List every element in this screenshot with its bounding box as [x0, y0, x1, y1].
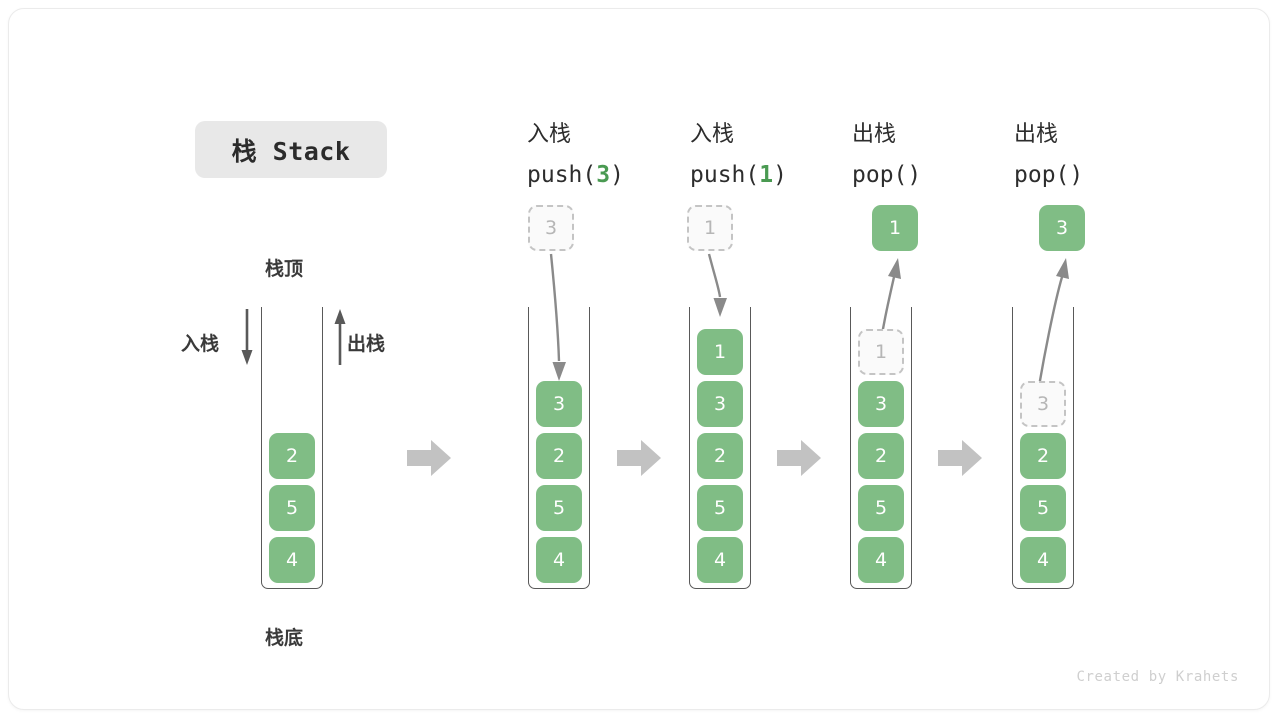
- stack-cell: 5: [1020, 485, 1066, 531]
- stack-container-initial: 2 5 4: [261, 307, 323, 589]
- floating-ghost-cell: 3: [528, 205, 574, 251]
- step-header-pop-3: 出栈 pop(): [1014, 114, 1214, 196]
- transition-arrow-icon-2: [617, 440, 661, 476]
- popped-value-cell: 1: [872, 205, 918, 251]
- stack-cell: 2: [269, 433, 315, 479]
- step-cn-label: 入栈: [690, 122, 735, 147]
- stack-top-label: 栈顶: [265, 258, 304, 280]
- stack-cell: 3: [697, 381, 743, 427]
- transition-arrow-icon-1: [407, 440, 451, 476]
- stack-cell: 2: [1020, 433, 1066, 479]
- push-direction-arrow-icon: [241, 309, 253, 365]
- ghost-stack-cell: 3: [1020, 381, 1066, 427]
- stack-cell: 1: [697, 329, 743, 375]
- stack-cell: 4: [269, 537, 315, 583]
- stack-cell: 2: [858, 433, 904, 479]
- code-prefix: push(: [690, 162, 760, 188]
- diagram-card: 栈 Stack 栈顶 栈底 入栈 出栈 2 5 4 入栈 push(3): [8, 8, 1270, 710]
- code-prefix: pop(: [1014, 162, 1070, 188]
- step-header-pop-1: 出栈 pop(): [852, 114, 1052, 196]
- step-cn-label: 出栈: [1014, 122, 1059, 147]
- stack-cell: 3: [858, 381, 904, 427]
- ghost-stack-cell: 1: [858, 329, 904, 375]
- code-suffix: ): [1069, 162, 1084, 188]
- code-suffix: ): [610, 162, 624, 188]
- stack-cell: 5: [269, 485, 315, 531]
- code-prefix: pop(: [852, 162, 908, 188]
- transition-arrow-icon-4: [938, 440, 982, 476]
- stack-container-step-1: 3 2 5 4: [528, 307, 590, 589]
- floating-ghost-cell: 1: [687, 205, 733, 251]
- stack-cell: 3: [536, 381, 582, 427]
- stack-cell: 2: [536, 433, 582, 479]
- transition-arrow-icon-3: [777, 440, 821, 476]
- code-prefix: push(: [527, 162, 597, 188]
- stack-container-step-4: 3 2 5 4: [1012, 307, 1074, 589]
- code-arg: 3: [596, 162, 611, 188]
- step-cn-label: 入栈: [527, 122, 572, 147]
- stack-cell: 5: [858, 485, 904, 531]
- step-code-label: push(3): [527, 155, 727, 196]
- stack-cell: 2: [697, 433, 743, 479]
- pop-direction-label: 出栈: [347, 333, 386, 355]
- step-header-push-1: 入栈 push(1): [690, 114, 890, 196]
- stack-cell: 4: [536, 537, 582, 583]
- watermark-credit: Created by Krahets: [1076, 669, 1239, 685]
- step-code-label: push(1): [690, 155, 890, 196]
- stack-cell: 4: [1020, 537, 1066, 583]
- stack-cell: 5: [697, 485, 743, 531]
- stack-bottom-label: 栈底: [265, 627, 304, 649]
- code-suffix: ): [907, 162, 922, 188]
- pop-direction-arrow-icon: [334, 309, 346, 365]
- title-badge: 栈 Stack: [195, 121, 387, 178]
- push-direction-label: 入栈: [181, 333, 220, 355]
- stack-container-step-2: 1 3 2 5 4: [689, 307, 751, 589]
- stack-cell: 4: [858, 537, 904, 583]
- stack-cell: 4: [697, 537, 743, 583]
- step-cn-label: 出栈: [852, 122, 897, 147]
- title-badge-label: 栈 Stack: [231, 136, 351, 166]
- stack-cell: 5: [536, 485, 582, 531]
- step-header-push-3: 入栈 push(3): [527, 114, 727, 196]
- step-code-label: pop(): [1014, 155, 1214, 196]
- popped-value-cell: 3: [1039, 205, 1085, 251]
- code-arg: 1: [759, 162, 774, 188]
- stack-container-step-3: 1 3 2 5 4: [850, 307, 912, 589]
- step-code-label: pop(): [852, 155, 1052, 196]
- code-suffix: ): [773, 162, 787, 188]
